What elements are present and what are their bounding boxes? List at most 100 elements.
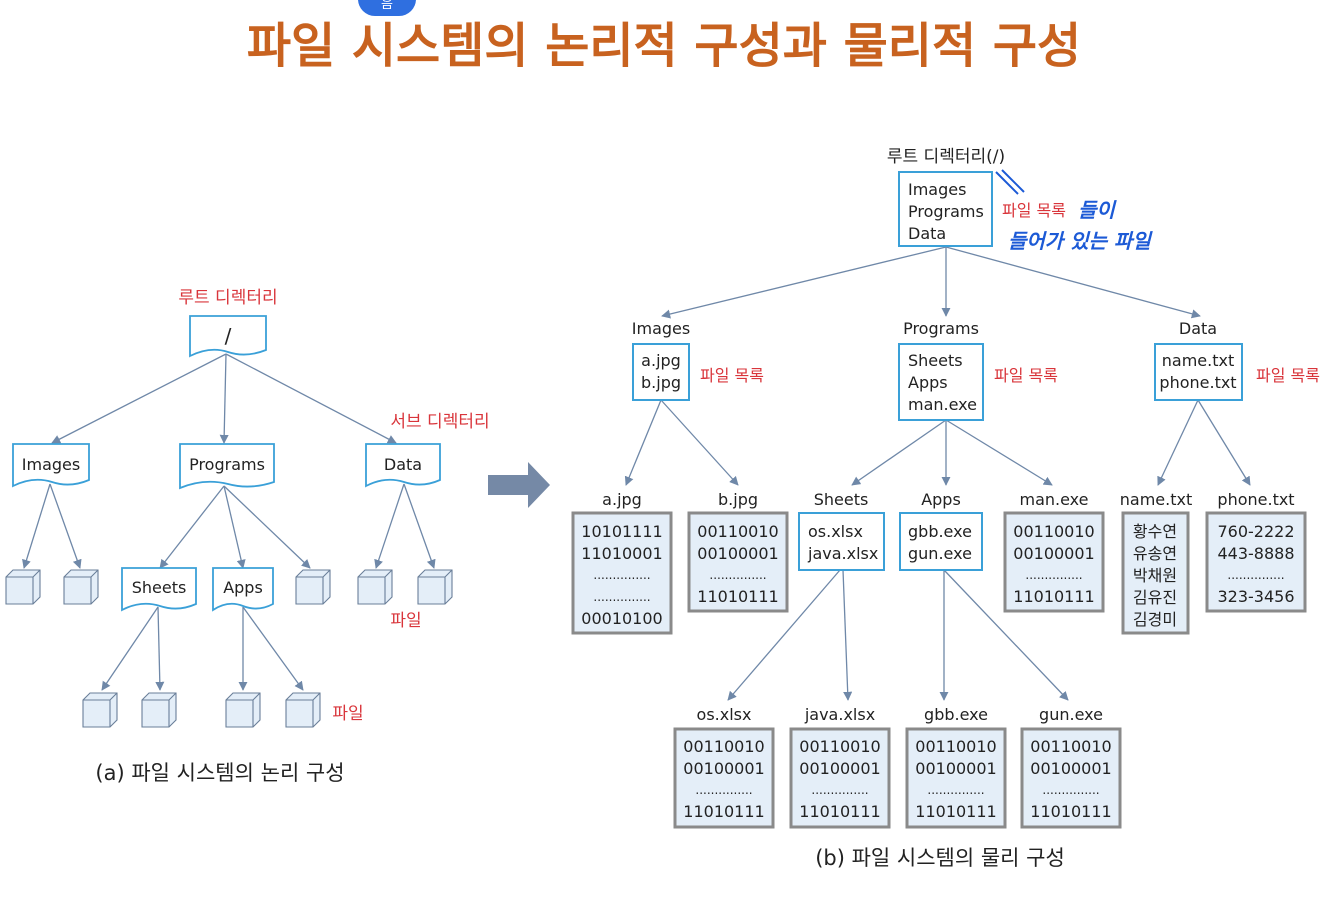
physical-caption: (b) 파일 시스템의 물리 구성 [815,846,1065,870]
file-line: 11010111 [799,802,880,821]
logical-file-label: 파일 [332,704,363,724]
file-name: os.xlsx [697,705,752,724]
file-list-label: 파일 목록 [994,366,1058,385]
handwritten-note: 들이 [1078,198,1117,222]
logical-structure: 루트 디렉터리 / 서브 디렉터리 Images Programs Data S… [5,288,490,785]
file-line: 00110010 [697,522,778,541]
file-line: ............... [811,783,868,797]
file-line: ............... [927,783,984,797]
file-line: 11010111 [697,587,778,606]
logical-dir-apps-label: Apps [223,578,263,597]
logical-root-node: / [189,315,267,358]
physical-structure: 루트 디렉터리(/) Images Programs Data 파일 목록 들이… [571,147,1320,870]
file-line: ............... [593,590,650,604]
file-line: ............... [1042,783,1099,797]
file-name: b.jpg [718,490,758,509]
file-block [789,727,891,829]
file-name: java.xlsx [804,705,875,724]
root-entry: Images [908,180,966,199]
dir-entry: a.jpg [641,351,681,370]
dir-name-data: Data [1179,319,1217,338]
file-name: man.exe [1020,490,1089,509]
file-cube [141,692,177,728]
file-line: ............... [709,568,766,582]
file-line: 00100001 [915,759,996,778]
subdir-box-apps [899,512,983,571]
file-line: 11010111 [683,802,764,821]
file-cube [225,692,261,728]
physical-root-box [898,171,993,247]
file-line: ............... [593,568,650,582]
subdir-box-sheets [798,512,885,571]
file-name: gbb.exe [924,705,988,724]
logical-subdir-label: 서브 디렉터리 [390,412,489,432]
dir-entry: java.xlsx [807,544,878,563]
file-cube [285,692,321,728]
logical-dir-data-label: Data [384,455,422,474]
dir-entry: b.jpg [641,373,681,392]
logical-dir-programs-label: Programs [189,455,265,474]
subdir-name: Sheets [814,490,869,509]
file-line: 11010001 [581,544,662,563]
logical-root-label: 루트 디렉터리 [178,288,277,308]
file-name: a.jpg [602,490,642,509]
dir-entry: gun.exe [908,544,972,563]
file-line: 00100001 [1030,759,1111,778]
logical-connectors [22,353,436,691]
file-line: 323-3456 [1217,587,1294,606]
file-line: 00110010 [1013,522,1094,541]
logical-caption: (a) 파일 시스템의 논리 구성 [95,761,344,785]
file-line: 00100001 [799,759,880,778]
root-entry: Data [908,224,946,243]
dir-box-programs [898,343,984,421]
file-line: 11010111 [1030,802,1111,821]
file-cube [417,569,453,605]
file-block [1003,511,1105,613]
dir-entry: os.xlsx [808,522,863,541]
dir-entry: name.txt [1162,351,1234,370]
logical-file-label: 파일 [390,611,421,631]
logical-root-name: / [225,324,232,348]
file-line: 00110010 [683,737,764,756]
file-block [673,727,775,829]
file-line: 박채원 [1133,566,1177,585]
file-block [571,511,673,635]
file-list-label: 파일 목록 [700,366,764,385]
file-line: 유송연 [1133,544,1177,563]
file-line: 황수연 [1133,522,1177,541]
file-block [1020,727,1122,829]
dir-entry: gbb.exe [908,522,972,541]
file-line: 00100001 [1013,544,1094,563]
big-arrow-icon [488,462,550,508]
file-cube [357,569,393,605]
file-line: 00110010 [1030,737,1111,756]
file-line: 11010111 [915,802,996,821]
file-cube [295,569,331,605]
file-line: 00010100 [581,609,662,628]
file-cube [5,569,41,605]
file-line: 760-2222 [1217,522,1294,541]
file-line: 김유진 [1133,588,1177,607]
dir-name-images: Images [632,319,690,338]
file-line: 00110010 [915,737,996,756]
root-entry: Programs [908,202,984,221]
file-name: name.txt [1120,490,1192,509]
logical-dir-apps: Apps [212,567,274,612]
handwritten-annotation: 들이 들어가 있는 파일 [995,169,1153,253]
dir-box-data [1154,343,1243,401]
logical-dir-sheets: Sheets [121,567,197,612]
file-line: 김경미 [1133,610,1177,629]
file-line: ............... [695,783,752,797]
file-line: 00100001 [683,759,764,778]
file-line: 10101111 [581,522,662,541]
logical-dir-sheets-label: Sheets [132,578,187,597]
dir-name-programs: Programs [903,319,979,338]
file-block [1205,511,1307,613]
page-title: 파일 시스템의 논리적 구성과 물리적 구성 [247,18,1081,74]
physical-connectors [624,246,1251,701]
file-line: ............... [1025,568,1082,582]
file-block [1121,511,1190,635]
logical-dir-programs: Programs [179,443,275,490]
file-block [905,727,1007,829]
